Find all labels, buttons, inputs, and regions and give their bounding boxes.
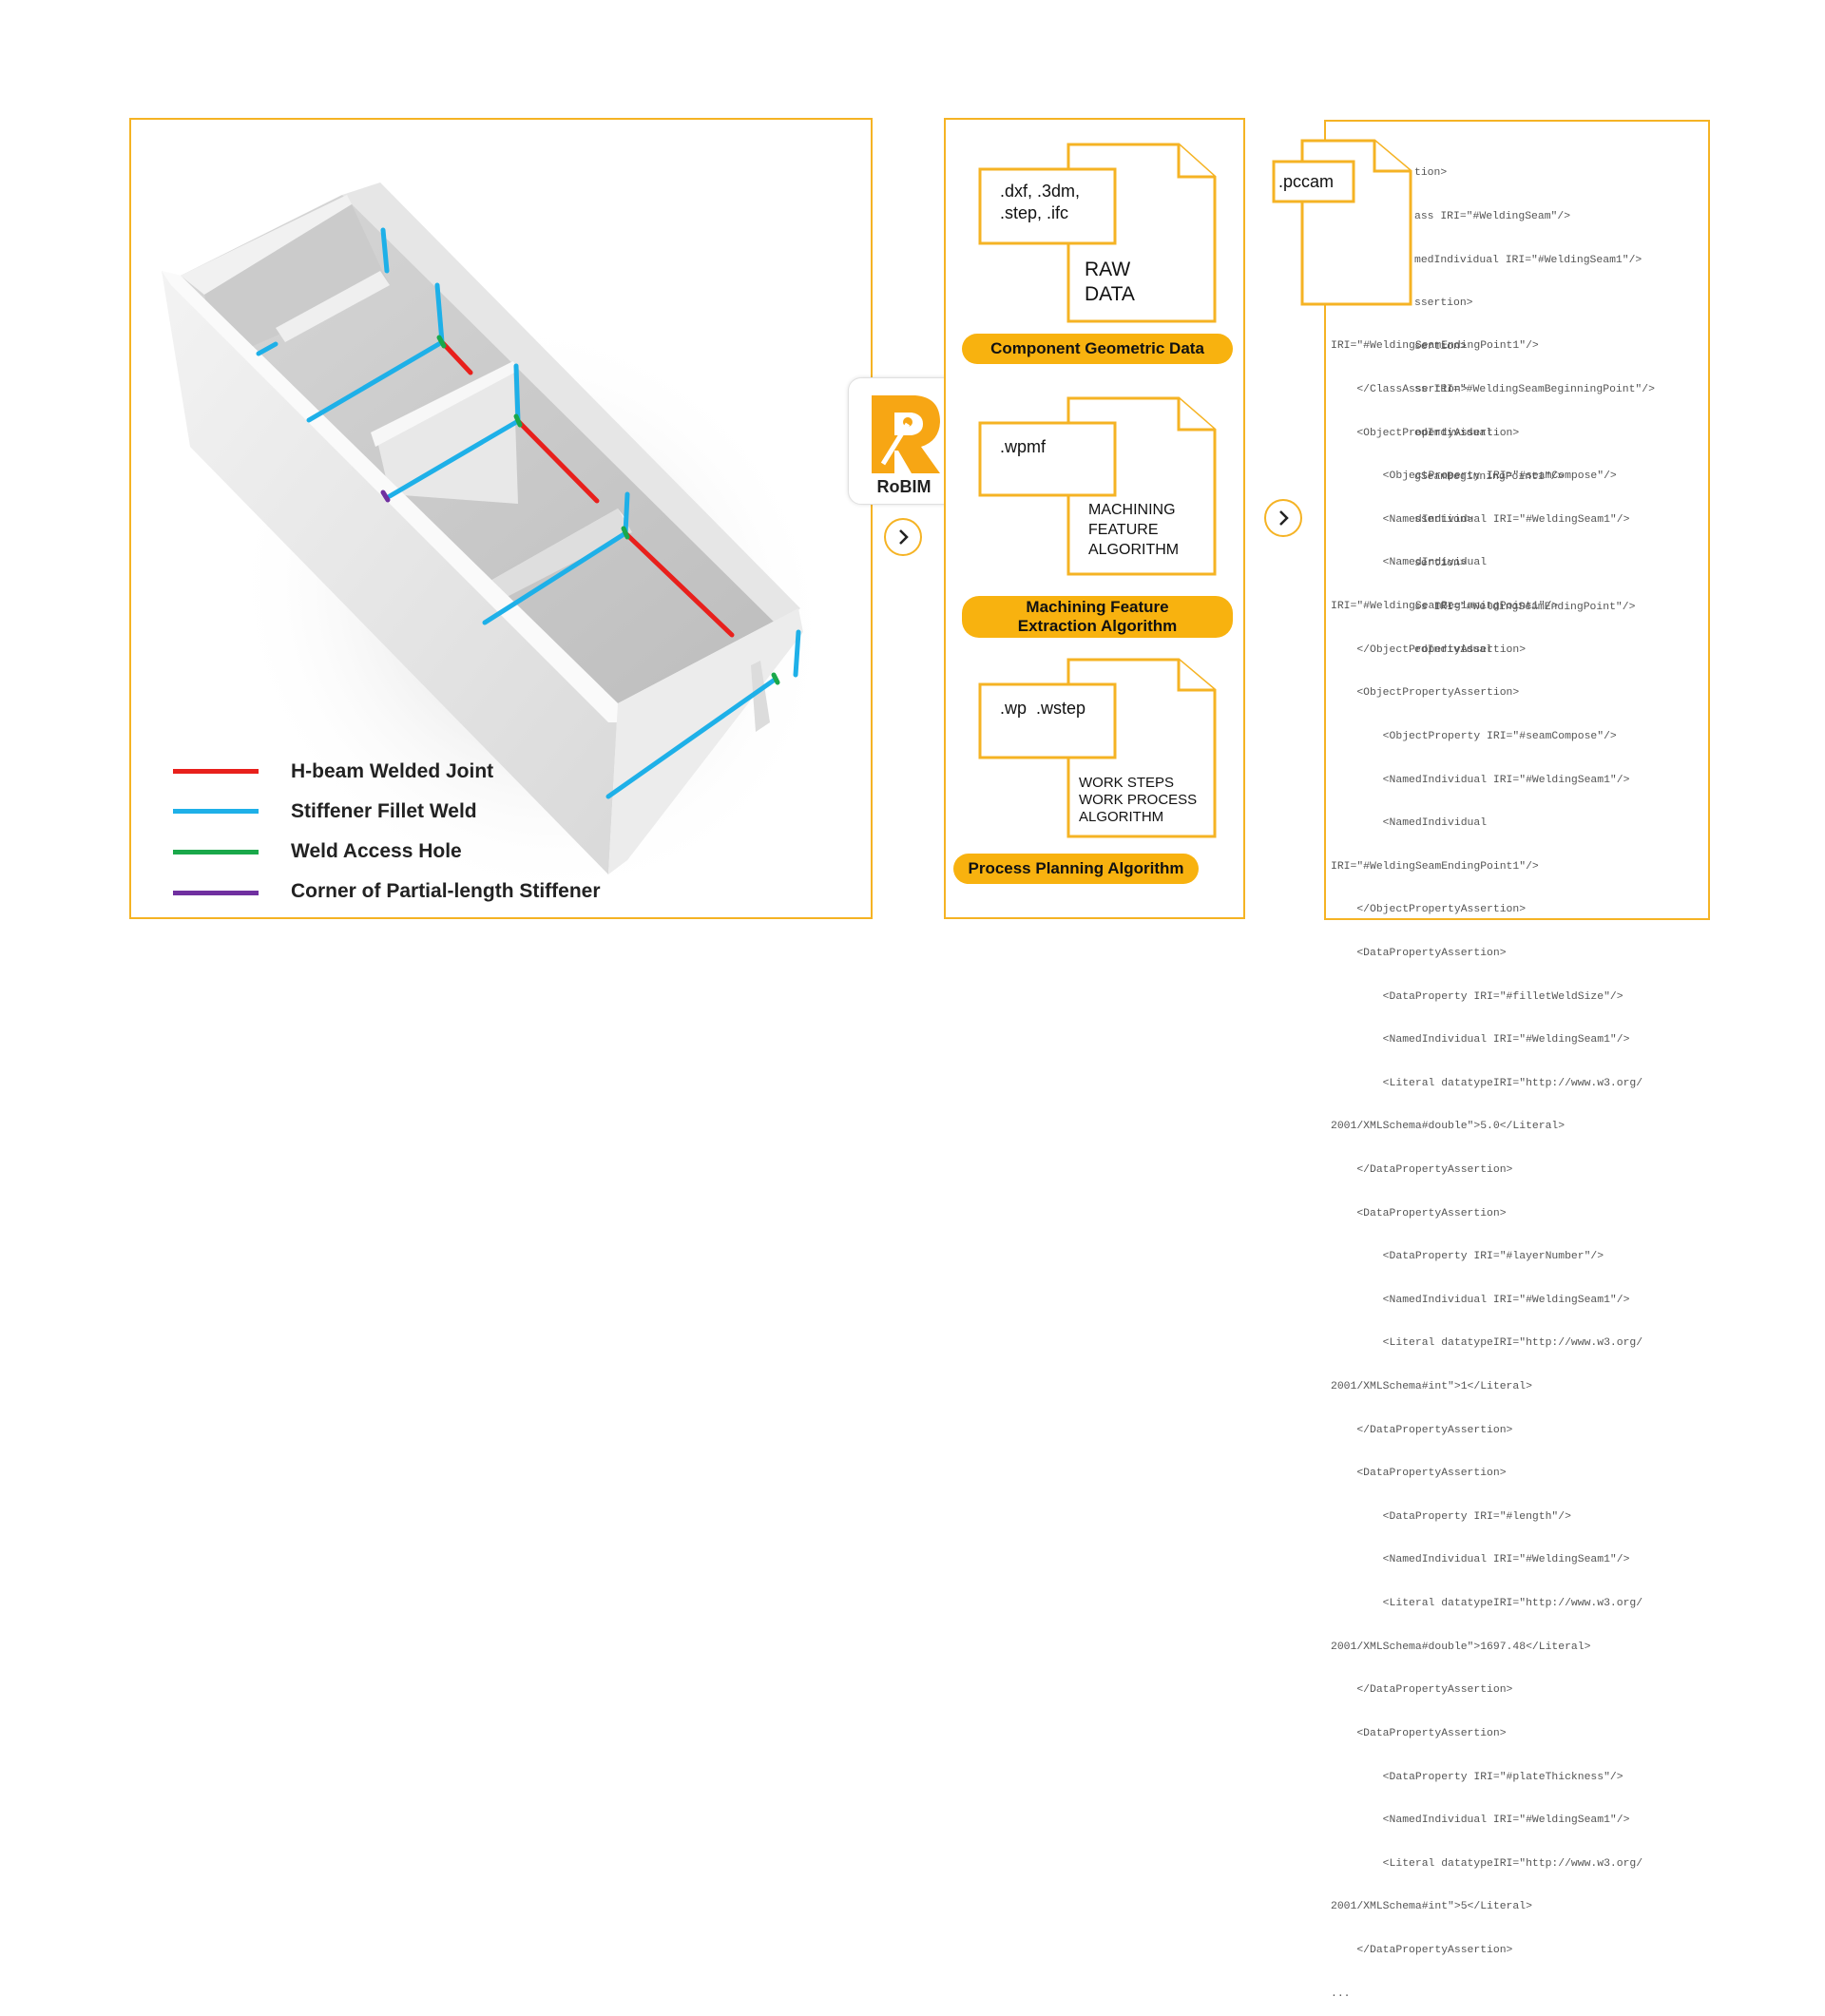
code-line: 2001/XMLSchema#int">1</Literal> (1331, 1381, 1532, 1393)
code-line: IRI="#WeldingSeamEndingPoint1"/> (1331, 340, 1539, 353)
robim-logo-icon (872, 395, 940, 473)
next-arrow-button-2[interactable] (1264, 499, 1302, 537)
code-line: <Literal datatypeIRI="http://www.w3.org/ (1331, 1598, 1643, 1610)
code-line: </ObjectPropertyAssertion> (1331, 643, 1527, 656)
legend-label-access-hole: Weld Access Hole (291, 840, 462, 862)
legend-line-access-hole (173, 850, 259, 854)
code-line: <DataPropertyAssertion> (1331, 1468, 1507, 1480)
process-planning-algorithm-label: Process Planning Algorithm (953, 854, 1199, 884)
code-line: <DataPropertyAssertion> (1331, 1207, 1507, 1219)
code-line: <NamedIndividual (1331, 817, 1488, 830)
code-line: <DataPropertyAssertion> (1331, 1727, 1507, 1739)
code-line: <DataProperty IRI="#filletWeldSize"/> (1331, 990, 1623, 1003)
code-line: <Literal datatypeIRI="http://www.w3.org/ (1331, 1337, 1643, 1350)
component-geometric-data-label: Component Geometric Data (962, 334, 1233, 364)
document-icon (978, 167, 1117, 245)
code-line: tion> (1414, 167, 1448, 180)
machining-feature-extraction-label: Machining Feature Extraction Algorithm (962, 596, 1233, 638)
machining-desc-2: FEATURE (1088, 522, 1159, 538)
code-line: <Literal datatypeIRI="http://www.w3.org/ (1331, 1857, 1643, 1870)
code-line: </DataPropertyAssertion> (1331, 1944, 1513, 1956)
code-line: <ObjectProperty IRI="#seamCompose"/> (1331, 470, 1617, 483)
code-line: ass IRI="#WeldingSeam"/> (1414, 211, 1571, 223)
machining-pill-line-1: Machining Feature (1026, 598, 1169, 616)
code-line: gSeamBeginningPoint1"/> (1414, 470, 1565, 483)
code-line: </DataPropertyAssertion> (1331, 1163, 1513, 1176)
geometric-file-ext-1: .dxf, .3dm, (1000, 182, 1081, 201)
chevron-right-icon (1279, 510, 1289, 526)
code-partial-block: tion> ass IRI="#WeldingSeam"/> medIndivi… (1414, 138, 1655, 673)
code-line: <DataProperty IRI="#layerNumber"/> (1331, 1251, 1604, 1263)
code-line: ssertion> (1414, 298, 1473, 310)
code-line: sertion> (1414, 557, 1467, 569)
code-line: IRI="#WeldingSeamEndingPoint1"/> (1331, 860, 1539, 873)
code-line: <ObjectProperty IRI="#seamCompose"/> (1331, 730, 1617, 742)
code-line: IRI="#WeldingSeamBeginningPoint1"/> (1331, 601, 1559, 613)
code-line: </DataPropertyAssertion> (1331, 1424, 1513, 1436)
pccam-file-icon (1272, 139, 1412, 306)
code-line: <ObjectPropertyAssertion> (1331, 687, 1520, 700)
code-line: </DataPropertyAssertion> (1331, 1684, 1513, 1697)
code-line: edIndividual (1414, 428, 1493, 440)
legend-line-partial-stiffener (173, 891, 259, 895)
geometric-desc-2: DATA (1085, 283, 1135, 305)
code-line: medIndividual IRI="#WeldingSeam1"/> (1414, 254, 1642, 266)
geometric-desc-1: RAW (1085, 259, 1131, 280)
document-icon (978, 421, 1117, 497)
code-line: <NamedIndividual IRI="#WeldingSeam1"/> (1331, 1814, 1630, 1827)
next-arrow-button-1[interactable] (884, 518, 922, 556)
legend-line-h-beam (173, 769, 259, 774)
process-desc-2: WORK PROCESS (1079, 792, 1198, 808)
machining-file-ext: .wpmf (1000, 437, 1047, 456)
geometric-file-ext-2: .step, .ifc (1000, 203, 1069, 222)
code-line: <NamedIndividual (1331, 557, 1488, 569)
legend-label-stiffener: Stiffener Fillet Weld (291, 800, 477, 822)
code-line: <NamedIndividual IRI="#WeldingSeam1"/> (1331, 1034, 1630, 1046)
code-line: ss IRI="#WeldingSeamBeginningPoint"/> (1414, 384, 1655, 396)
robim-logo-text: RoBIM (876, 477, 932, 496)
process-desc-1: WORK STEPS (1079, 775, 1175, 791)
code-line: <DataPropertyAssertion> (1331, 947, 1507, 959)
code-line: 2001/XMLSchema#double">5.0</Literal> (1331, 1121, 1566, 1133)
code-line: edIndividual (1414, 644, 1493, 657)
code-line: 2001/XMLSchema#int">5</Literal> (1331, 1901, 1532, 1913)
code-line: <NamedIndividual IRI="#WeldingSeam1"/> (1331, 1294, 1630, 1306)
beam-model-illustration (162, 182, 836, 905)
machining-desc-3: ALGORITHM (1088, 542, 1180, 558)
code-line: <ObjectPropertyAssertion> (1331, 427, 1520, 439)
code-line: ss IRI="#WeldingSeamEndingPoint"/> (1414, 601, 1636, 613)
document-icon (978, 682, 1117, 759)
code-line: </ClassAssertion> (1331, 384, 1468, 396)
code-line: <Literal datatypeIRI="http://www.w3.org/ (1331, 1077, 1643, 1089)
code-line: <NamedIndividual IRI="#WeldingSeam1"/> (1331, 1554, 1630, 1566)
robim-logo: RoBIM (848, 377, 960, 505)
code-line: 2001/XMLSchema#double">1697.48</Literal> (1331, 1641, 1591, 1653)
legend-line-stiffener (173, 809, 259, 814)
machining-pill-line-2: Extraction Algorithm (1017, 617, 1178, 635)
process-file-ext: .wp .wstep (1000, 699, 1086, 718)
machining-desc-1: MACHINING (1088, 502, 1176, 518)
code-line: sertion> (1414, 340, 1467, 353)
code-line: <DataProperty IRI="#length"/> (1331, 1510, 1571, 1523)
process-desc-3: ALGORITHM (1079, 809, 1164, 825)
code-line: <NamedIndividual IRI="#WeldingSeam1"/> (1331, 513, 1630, 526)
code-line: <DataProperty IRI="#plateThickness"/> (1331, 1771, 1623, 1783)
code-line: ssertion> (1414, 514, 1473, 527)
code-line: </ObjectPropertyAssertion> (1331, 904, 1527, 916)
code-line: ... (1331, 1987, 1351, 2000)
pccam-file-ext: .pccam (1278, 172, 1335, 191)
code-line: <NamedIndividual IRI="#WeldingSeam1"/> (1331, 774, 1630, 786)
chevron-right-icon (899, 529, 909, 545)
legend-label-h-beam: H-beam Welded Joint (291, 760, 494, 782)
legend-label-partial-stiffener: Corner of Partial-length Stiffener (291, 880, 601, 902)
